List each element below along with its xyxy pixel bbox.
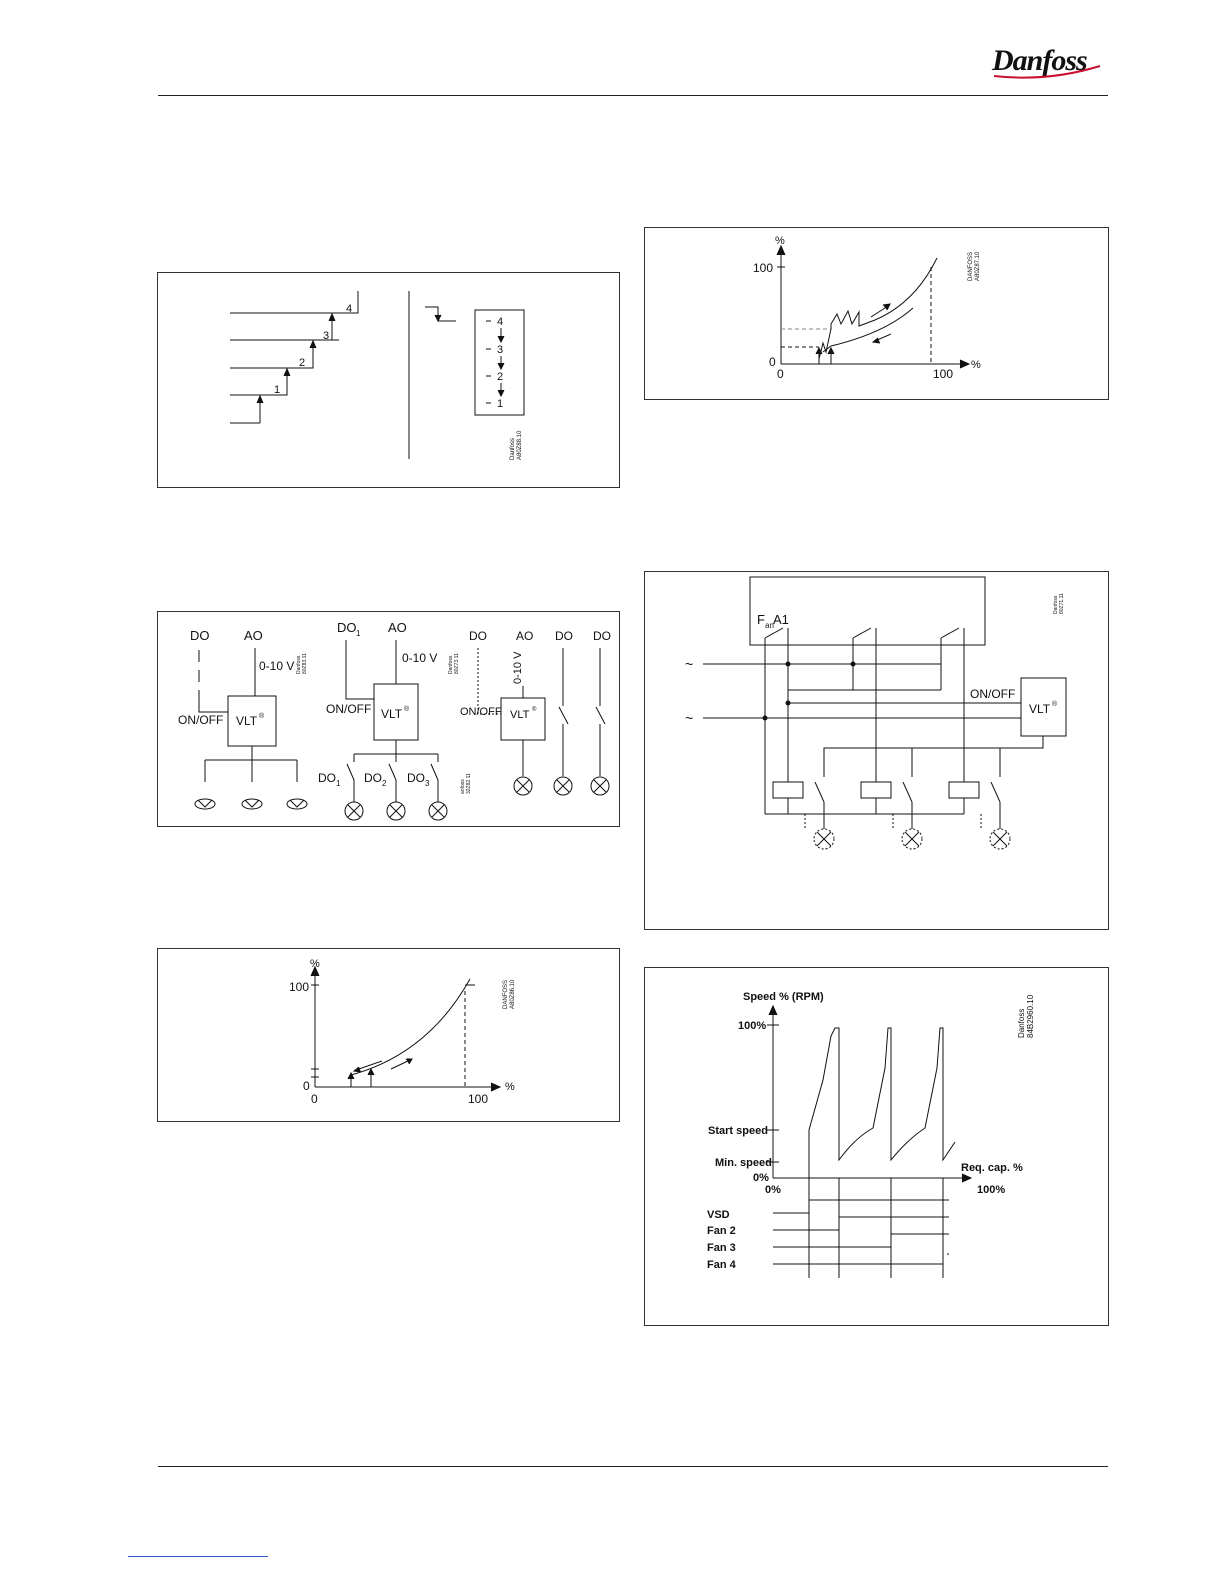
mid-do3-label: DO bbox=[407, 771, 425, 785]
right-onoff-label: ON/OFF bbox=[460, 706, 502, 718]
c2-x-unit: % bbox=[971, 359, 981, 371]
mid-do1b-sub: 1 bbox=[336, 779, 341, 788]
speed-code2: 84B2960.10 bbox=[1026, 994, 1035, 1038]
left-onoff-label: ON/OFF bbox=[178, 713, 223, 727]
c1-x-unit: % bbox=[505, 1081, 515, 1093]
c1-y-zero: 0 bbox=[303, 1079, 310, 1093]
right-do3-label: DO bbox=[593, 629, 611, 643]
code-c2: 32Z82.11 bbox=[466, 773, 472, 794]
supply-tilde-1: ~ bbox=[685, 656, 693, 672]
c1-y-unit: % bbox=[310, 958, 320, 970]
right-vlt-label: VLT bbox=[510, 709, 530, 721]
speed-y-100: 100% bbox=[738, 1020, 766, 1032]
relay-wiring-figure: F an A1 ~ ~ ON/OFF VLT ® Danfoss 80Z71.1… bbox=[644, 571, 1109, 930]
capacity-curve-figure-2: % 100 0 0 100 % DANFOSS A80Z87.10 bbox=[644, 227, 1109, 400]
code-b1: Danfoss bbox=[448, 655, 454, 674]
row-fan4: Fan 4 bbox=[707, 1259, 737, 1271]
c1-x-zero: 0 bbox=[311, 1092, 318, 1106]
code-line-2: A80Z88.10 bbox=[517, 430, 523, 460]
code-b2: 80Z73.11 bbox=[454, 653, 460, 674]
right-do2-label: DO bbox=[555, 629, 573, 643]
speed-x-100: 100% bbox=[977, 1184, 1005, 1196]
code-line-1: Danfoss bbox=[510, 438, 516, 460]
left-volt-label: 0-10 V bbox=[259, 659, 294, 673]
c2-code2: A80Z87.10 bbox=[975, 251, 981, 281]
capacity-curve-figure-1: % 100 0 0 100 % DANFOSS A80Z86.10 bbox=[157, 948, 620, 1122]
right-ao-label: AO bbox=[516, 629, 533, 643]
left-vlt-label: VLT bbox=[236, 714, 258, 728]
mid-do2-label: DO bbox=[364, 771, 382, 785]
footer-link-underline bbox=[128, 1556, 268, 1557]
row-fan2: Fan 2 bbox=[707, 1225, 736, 1237]
mid-vlt-reg: ® bbox=[404, 705, 410, 713]
c2-y-max: 100 bbox=[753, 261, 773, 275]
relay-onoff-label: ON/OFF bbox=[970, 687, 1015, 701]
code-a1: Danfoss bbox=[296, 655, 302, 674]
box-label-2: 2 bbox=[497, 371, 503, 383]
c2-code1: DANFOSS bbox=[968, 252, 974, 281]
mid-do1b-label: DO bbox=[318, 771, 336, 785]
step-label-4: 4 bbox=[346, 303, 352, 315]
mid-onoff-label: ON/OFF bbox=[326, 702, 371, 716]
box-label-4: 4 bbox=[497, 316, 503, 328]
box-label-1: 1 bbox=[497, 398, 503, 410]
fan-a1-label: F bbox=[757, 612, 765, 627]
logo-text: Danfoss bbox=[991, 44, 1087, 77]
danfoss-logo: Danfoss bbox=[991, 44, 1101, 79]
left-ao-label: AO bbox=[244, 628, 263, 643]
code-a2: 80Z83.11 bbox=[302, 653, 308, 674]
step-label-3: 3 bbox=[323, 330, 329, 342]
supply-tilde-2: ~ bbox=[685, 710, 693, 726]
right-do-label: DO bbox=[469, 629, 487, 643]
mid-do3-sub: 3 bbox=[425, 779, 430, 788]
mid-volt-label: 0-10 V bbox=[402, 651, 437, 665]
mid-ao-label: AO bbox=[388, 620, 407, 635]
step-diagram-figure: 1 2 3 4 4 3 2 1 Danfoss A80Z88.10 bbox=[157, 272, 620, 488]
relay-vlt-label: VLT bbox=[1029, 702, 1051, 716]
c1-x-max: 100 bbox=[468, 1092, 488, 1106]
speed-code1: Danfoss bbox=[1017, 1009, 1026, 1038]
c2-y-unit: % bbox=[775, 235, 785, 247]
c1-code2: A80Z86.10 bbox=[510, 979, 516, 1009]
c1-code1: DANFOSS bbox=[503, 980, 509, 1009]
mid-do1-label: DO bbox=[337, 620, 357, 635]
speed-x-0: 0% bbox=[765, 1184, 781, 1196]
step-label-1: 1 bbox=[274, 384, 280, 396]
code-c1: anfoss bbox=[460, 779, 466, 794]
c2-x-max: 100 bbox=[933, 367, 953, 381]
c1-y-max: 100 bbox=[289, 980, 309, 994]
footer-rule bbox=[158, 1466, 1108, 1467]
c2-x-zero: 0 bbox=[777, 367, 784, 381]
mid-vlt-label: VLT bbox=[381, 707, 403, 721]
box-label-3: 3 bbox=[497, 344, 503, 356]
relay-vlt-reg: ® bbox=[1052, 700, 1058, 708]
mid-do2-sub: 2 bbox=[382, 779, 387, 788]
start-speed-label: Start speed bbox=[708, 1125, 768, 1137]
speed-y-title: Speed % (RPM) bbox=[743, 991, 824, 1003]
min-speed-label: Min. speed bbox=[715, 1157, 772, 1169]
header-rule bbox=[158, 95, 1108, 96]
speed-x-title: Req. cap. % bbox=[961, 1162, 1023, 1174]
step-label-2: 2 bbox=[299, 357, 305, 369]
relay-code2: 80Z71.11 bbox=[1059, 593, 1065, 614]
relay-code1: Danfoss bbox=[1053, 595, 1059, 614]
row-vsd: VSD bbox=[707, 1209, 730, 1221]
right-vlt-reg: ® bbox=[532, 706, 537, 713]
mid-do1-sub: 1 bbox=[356, 629, 361, 638]
fan-a1-sub: an bbox=[765, 621, 774, 630]
right-volt-label: 0-10 V bbox=[512, 651, 524, 684]
row-fan3: Fan 3 bbox=[707, 1242, 736, 1254]
vlt-wiring-figure: DO AO 0-10 V VLT ® ON/OFF Danfoss 80Z83.… bbox=[157, 611, 620, 827]
speed-y-0: 0% bbox=[753, 1172, 769, 1184]
speed-diagram-figure: Speed % (RPM) 100% Start speed Min. spee… bbox=[644, 967, 1109, 1326]
fan-a1-rest: A1 bbox=[773, 612, 789, 627]
left-vlt-reg: ® bbox=[259, 712, 265, 720]
c2-y-zero: 0 bbox=[769, 355, 776, 369]
left-do-label: DO bbox=[190, 628, 210, 643]
